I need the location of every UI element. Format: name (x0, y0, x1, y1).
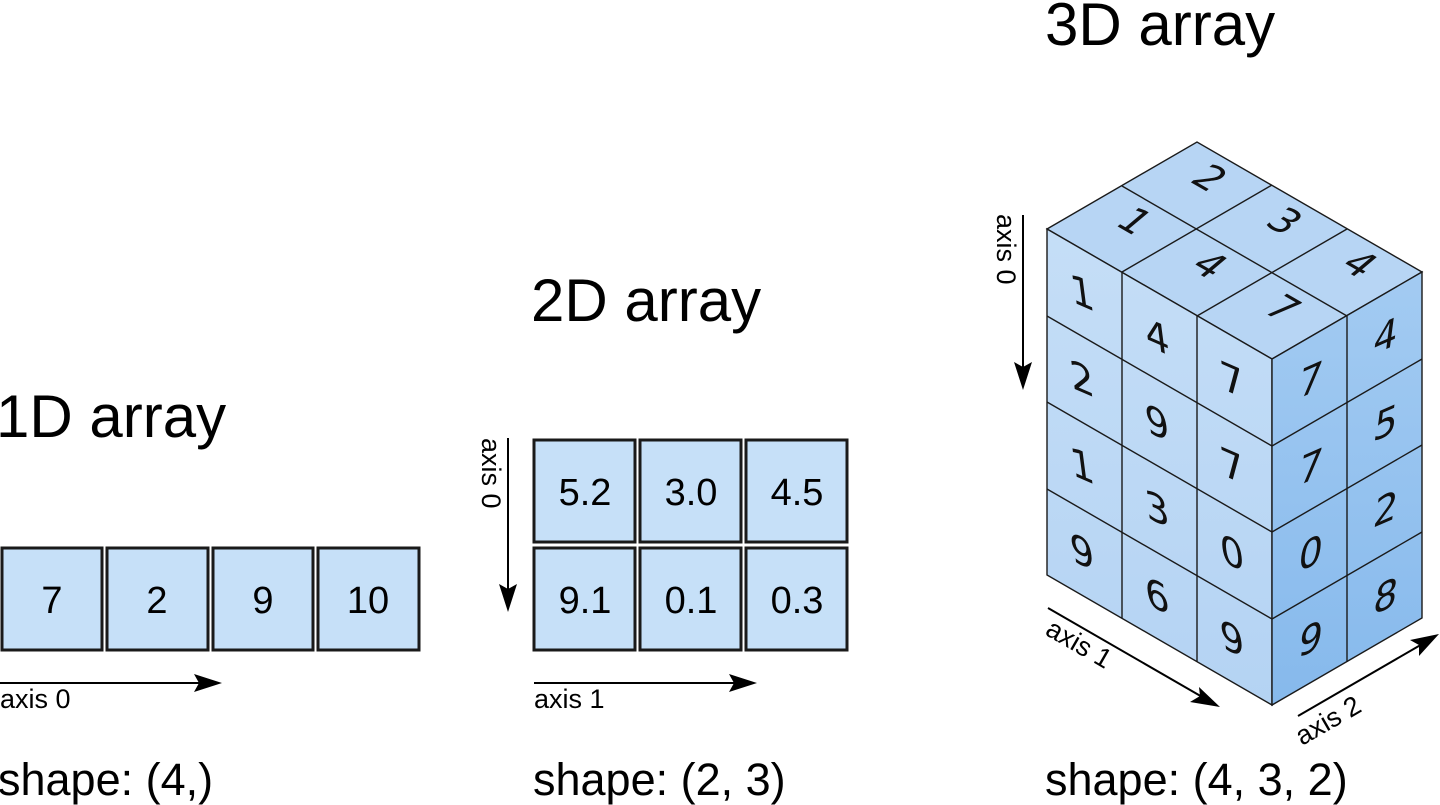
two-d-axis1-label: axis 1 (534, 684, 605, 714)
cell-value: 9.1 (559, 580, 612, 622)
cube-side-grid (1271, 316, 1423, 662)
two-d-axis1-arrow (534, 674, 757, 692)
two-d-array-group: 2D array 5.2 3.0 4.5 9.1 0.1 0.3 axis 0 … (476, 267, 849, 805)
cell-value: 5.2 (559, 472, 612, 514)
array-cell (316, 546, 421, 652)
array-cell (638, 546, 743, 652)
cell-value: 9 (252, 580, 273, 622)
array-cell (532, 438, 637, 544)
array-cell (638, 438, 743, 544)
cell-value: 10 (347, 580, 389, 622)
three-d-axis0-arrow (1014, 215, 1032, 390)
array-cell (211, 546, 315, 652)
cell-value: 3.0 (665, 472, 718, 514)
two-d-title: 2D array (531, 267, 761, 334)
two-d-cells: 5.2 3.0 4.5 9.1 0.1 0.3 (532, 438, 849, 652)
array-cell (105, 546, 210, 652)
two-d-axis0-label: axis 0 (476, 438, 506, 509)
cube-top-grid (1121, 184, 1348, 317)
one-d-axis0-arrow (0, 674, 222, 692)
one-d-axis0-label: axis 0 (0, 684, 71, 714)
three-d-axis1-label: axis 1 (1041, 613, 1117, 674)
three-d-shape-label: shape: (4, 3, 2) (1045, 754, 1348, 805)
array-cell (532, 546, 637, 652)
one-d-cells: 7 2 9 10 (0, 546, 421, 652)
array-cell (744, 546, 849, 652)
one-d-array-group: 1D array 7 2 9 10 axis 0 shape: (4,) (0, 383, 421, 805)
cell-value: 2 (146, 580, 167, 622)
cube-front-grid (1046, 272, 1273, 662)
three-d-array-group: 3D array 1 2 4 (991, 0, 1439, 805)
three-d-axis1-arrow (1047, 607, 1220, 707)
one-d-title: 1D array (0, 383, 226, 450)
one-d-shape-label: shape: (4,) (0, 754, 213, 805)
two-d-shape-label: shape: (2, 3) (533, 754, 786, 805)
array-cell (744, 438, 849, 544)
cell-value: 4.5 (771, 472, 824, 514)
three-d-title: 3D array (1045, 0, 1275, 58)
cell-value: 0.3 (771, 580, 824, 622)
three-d-axis0-label: axis 0 (991, 214, 1021, 285)
array-cell (0, 546, 104, 652)
three-d-axis2-arrow (1297, 634, 1439, 717)
cell-value: 0.1 (665, 580, 718, 622)
two-d-axis0-arrow (499, 438, 517, 612)
cell-value: 7 (41, 580, 62, 622)
